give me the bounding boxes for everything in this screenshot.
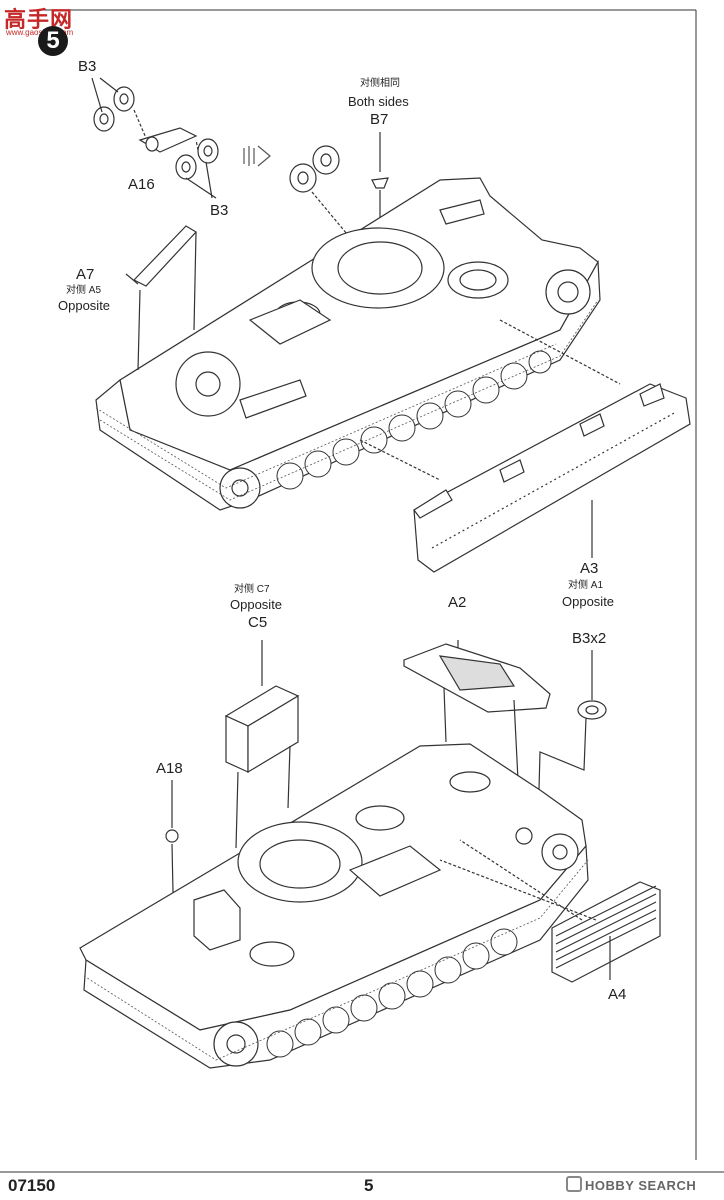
label-a4: A4	[608, 986, 627, 1003]
label-a3: A3	[580, 560, 599, 577]
label-a2: A2	[448, 594, 467, 611]
b3x2-wheel	[537, 650, 607, 827]
label-b7: B7	[370, 111, 389, 128]
step-number-badge: 5	[38, 26, 68, 56]
label-b3x2: B3x2	[572, 630, 607, 647]
label-c5: C5	[248, 614, 268, 631]
label-a3-note: Opposite	[562, 594, 615, 609]
label-a7-chinese: 对侧 A5	[66, 285, 102, 296]
label-a18: A18	[156, 760, 183, 777]
watermark: HOBBY SEARCH	[566, 1176, 696, 1193]
upper-hull	[95, 177, 601, 511]
label-c5-chinese: 对侧 C7	[234, 584, 270, 595]
label-b3-top: B3	[78, 58, 97, 75]
label-b7-chinese: 对侧相同	[360, 78, 400, 89]
a2-plate	[403, 640, 551, 781]
lower-track-links	[83, 859, 589, 1061]
label-a7-note: Opposite	[58, 298, 111, 313]
direction-arrow	[243, 145, 271, 167]
label-b7-note: Both sides	[348, 94, 409, 109]
installed-wheels	[289, 145, 353, 241]
hobby-search-icon	[566, 1176, 582, 1192]
a7-part	[125, 225, 197, 371]
page-number: 5	[364, 1176, 374, 1195]
label-a16: A16	[128, 176, 155, 193]
kit-number: 07150	[8, 1176, 56, 1195]
lower-hull	[79, 743, 589, 1069]
label-a7: A7	[76, 266, 95, 283]
label-a3-chinese: 对侧 A1	[568, 580, 604, 591]
a3-side-skirt	[359, 319, 691, 573]
upper-track-links	[95, 299, 599, 501]
label-c5-note: Opposite	[230, 597, 283, 612]
lower-road-wheels	[266, 928, 518, 1058]
upper-road-wheels	[276, 350, 552, 490]
label-b3-bottom: B3	[210, 202, 229, 219]
a4-grille	[439, 839, 661, 983]
watermark-text: HOBBY SEARCH	[585, 1178, 697, 1193]
c5-box	[224, 640, 300, 849]
road-wheel-assembly	[91, 77, 219, 199]
